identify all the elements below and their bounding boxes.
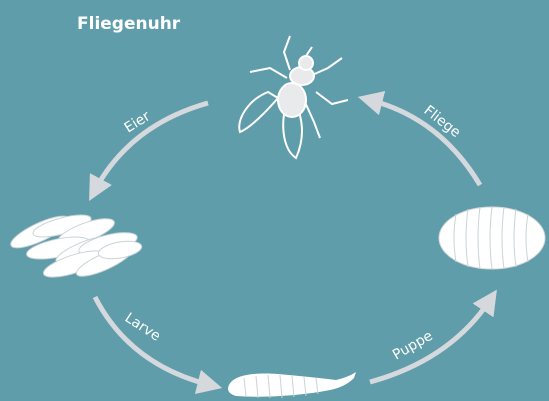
fly-icon bbox=[239, 36, 348, 158]
pupa-icon bbox=[439, 207, 545, 269]
eggs-icon bbox=[7, 210, 143, 282]
larva-icon bbox=[228, 372, 356, 398]
arrow-fly-to-eggs bbox=[95, 103, 208, 190]
